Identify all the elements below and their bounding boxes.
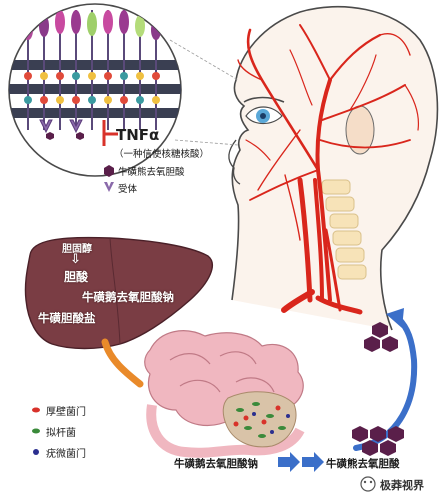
neck-arteries	[281, 177, 363, 315]
conversion-from-label: 牛磺鹅去氧胆酸钠	[174, 458, 258, 470]
brain-arteries	[237, 24, 420, 302]
verrucomicrobia-icon	[33, 449, 39, 455]
conversion-to-label: 牛磺熊去氧胆酸	[326, 458, 400, 470]
legend-receptor-label: 受体	[118, 184, 138, 195]
tudca-hexagons-neck	[364, 322, 398, 352]
eye	[243, 96, 285, 125]
taurocholate-label: 牛磺胆酸盐	[38, 311, 96, 325]
taurochenodeoxycholate-liver-label: 牛磺鹅去氧胆酸钠	[82, 290, 174, 304]
receptor-icon	[104, 182, 114, 192]
watermark-text: 极莽视界	[380, 479, 424, 492]
liver-down-arrow: ⇩	[70, 252, 81, 267]
legend-bacteroidetes: 拟杆菌	[46, 428, 76, 439]
legend-verrucomicrobia: 疣微菌门	[46, 449, 86, 460]
liver-lobe-line	[109, 237, 121, 345]
wechat-icon	[360, 476, 376, 492]
tudca-hexagon-icon	[104, 165, 114, 177]
cholesterol-label: 胆固醇	[62, 244, 92, 255]
tudca-hexagons-gut	[352, 426, 404, 456]
legend-tudca-label: 牛磺熊去氧胆酸	[118, 167, 185, 178]
colon-bacteria	[222, 391, 297, 448]
firmicutes-icon	[32, 407, 40, 413]
legend-firmicutes: 厚壁菌门	[46, 407, 86, 418]
membrane-inset	[8, 3, 182, 177]
spine	[321, 179, 367, 280]
tnf-alpha-note: （一种信使核糖核酸）	[114, 149, 210, 160]
bile-duct	[101, 338, 144, 388]
head-outline	[228, 6, 439, 331]
inset-connector	[169, 39, 239, 146]
conversion-arrows	[278, 452, 324, 472]
bacteroidetes-icon	[32, 428, 40, 434]
bile-acid-label: 胆酸	[64, 270, 89, 284]
tnf-alpha-label: TNFα	[116, 126, 160, 144]
